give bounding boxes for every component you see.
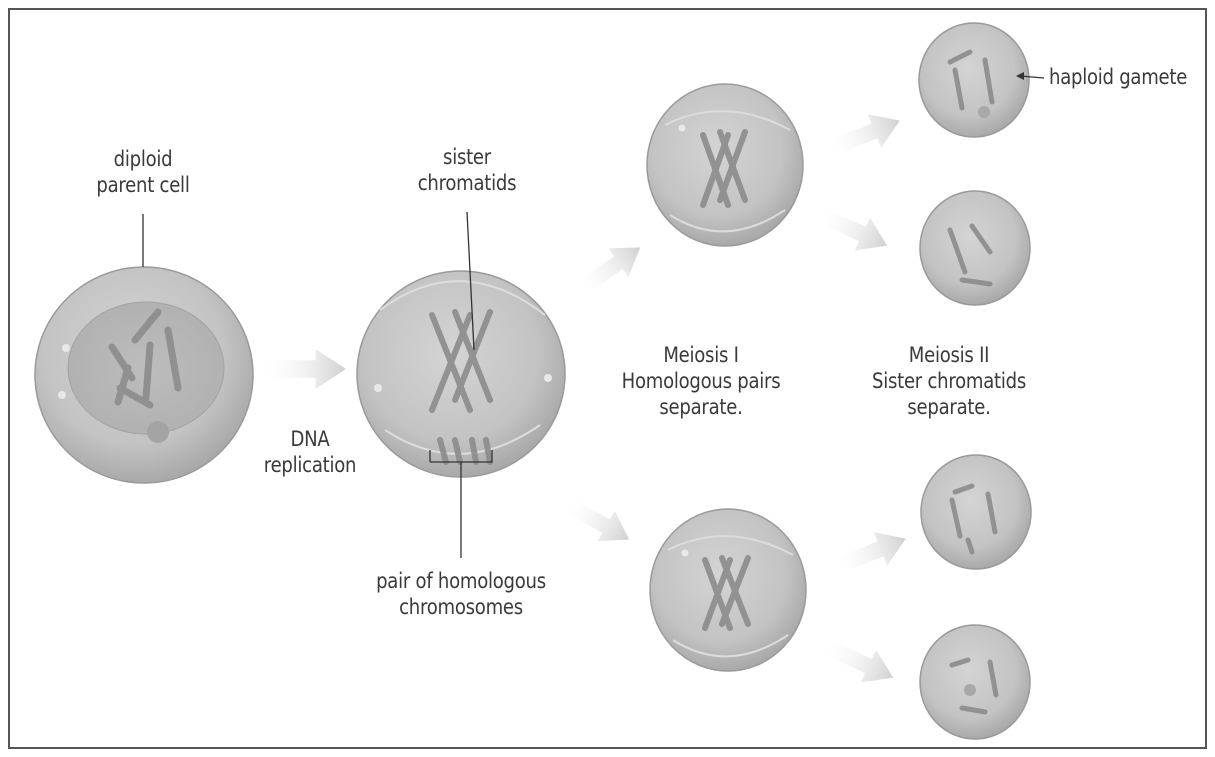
meiosis1-label-line1: Meiosis I — [614, 342, 788, 368]
haploid-gamete-label: haploid gamete — [1049, 64, 1187, 90]
meiosis2-label: Meiosis II Sister chromatids separate. — [862, 342, 1036, 420]
meiosis2-label-line2: Sister chromatids — [862, 368, 1036, 394]
dna-label-line2: replication — [258, 452, 361, 478]
meiosis2-arrow-2 — [814, 199, 894, 262]
meiosis1-bottom-cell — [650, 509, 806, 671]
meiosis2-arrow-1 — [826, 104, 906, 164]
meiosis2-arrow-3 — [832, 522, 912, 582]
diploid-nucleolus — [147, 421, 169, 443]
haploid-gamete-1 — [919, 23, 1029, 137]
haploid-gamete-4 — [920, 625, 1030, 739]
meiosis1-arrow-down — [560, 489, 638, 554]
replicated-cell — [357, 271, 565, 477]
haploid-label-text: haploid gamete — [1049, 64, 1187, 90]
dna-replication-arrow — [266, 349, 346, 389]
haploid-gamete-2 — [920, 191, 1030, 305]
sister-label-line2: chromatids — [413, 170, 521, 196]
pair-label-line1: pair of homologous — [366, 568, 557, 594]
meiosis1-label: Meiosis I Homologous pairs separate. — [614, 342, 788, 420]
diploid-label-line2: parent cell — [91, 172, 194, 198]
meiosis1-arrow-up — [573, 233, 650, 302]
pair-label-line2: chromosomes — [366, 594, 557, 620]
homologous-pair-label: pair of homologous chromosomes — [366, 568, 557, 620]
dna-label-line1: DNA — [258, 426, 361, 452]
meiosis2-label-line3: separate. — [862, 394, 1036, 420]
diploid-label-line1: diploid — [91, 146, 194, 172]
diploid-parent-cell-label: diploid parent cell — [91, 146, 194, 198]
diploid-parent-cell — [35, 267, 253, 483]
sister-chromatids-label: sister chromatids — [413, 144, 521, 196]
dna-replication-label: DNA replication — [258, 426, 361, 478]
sister-label-line1: sister — [413, 144, 521, 170]
meiosis1-label-line3: separate. — [614, 394, 788, 420]
meiosis2-label-line1: Meiosis II — [862, 342, 1036, 368]
meiosis1-label-line2: Homologous pairs — [614, 368, 788, 394]
meiosis2-arrow-4 — [820, 631, 900, 694]
meiosis1-top-cell — [647, 84, 803, 246]
haploid-gamete-3 — [921, 455, 1031, 569]
